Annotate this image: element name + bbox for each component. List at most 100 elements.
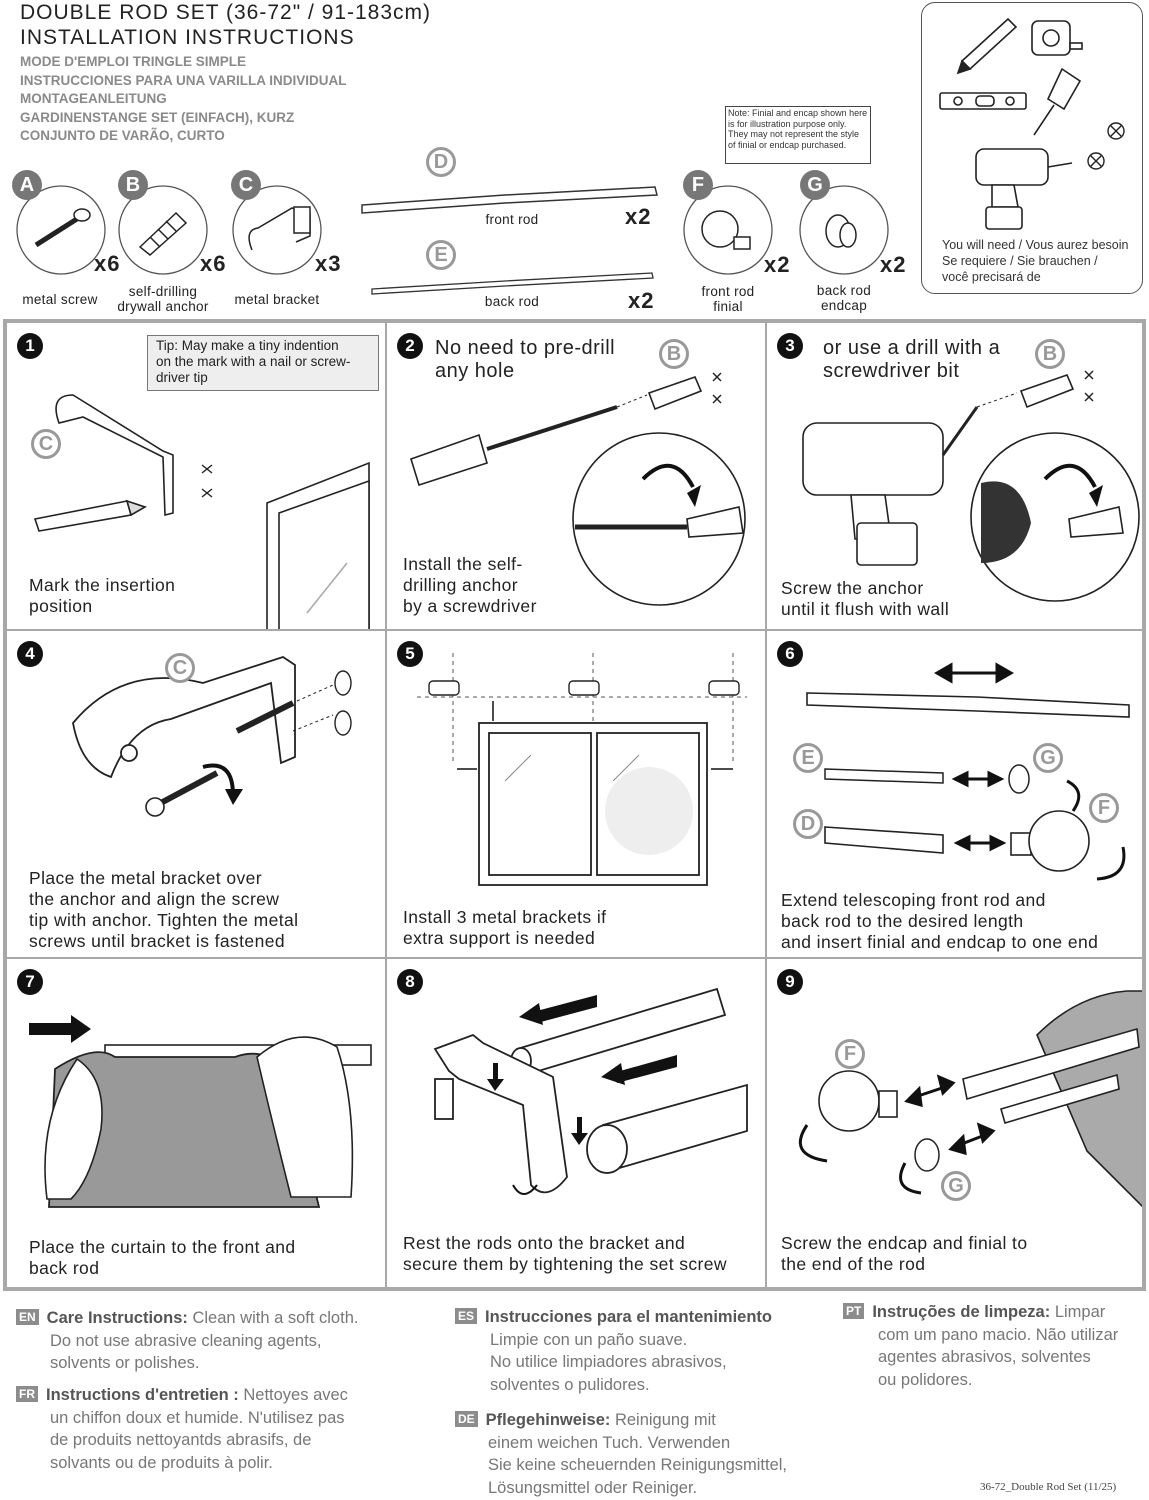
extend-arrow-icon xyxy=(933,662,1015,684)
guide-line xyxy=(976,392,1018,408)
step-5-illustration xyxy=(417,653,747,886)
part-b-qty: x6 xyxy=(200,251,227,276)
power-drill-icon xyxy=(802,406,979,566)
care-es-l3: solventes o pulidores. xyxy=(490,1375,650,1394)
lang-badge-de: DE xyxy=(455,1411,478,1427)
step-1-number: 1 xyxy=(17,333,43,359)
power-drill-icon xyxy=(975,148,1073,230)
care-fr-l4: solvants ou de produits à polir. xyxy=(50,1453,273,1472)
care-fr-l2: un chiffon doux et humide. N'utilisez pa… xyxy=(50,1408,345,1427)
hands-icon xyxy=(44,1036,354,1200)
step-8-number: 8 xyxy=(397,969,423,995)
subtitle-de-1: MONTAGEANLEITUNG xyxy=(20,91,167,106)
screwdriver-icon xyxy=(1033,67,1082,136)
screw-icon xyxy=(145,700,295,817)
step-3-badge-b: B xyxy=(1035,339,1065,369)
step-6-panel: 6 E D G F Extend telescoping front rod a… xyxy=(766,630,1143,958)
lang-badge-en: EN xyxy=(16,1309,39,1325)
mark-x-icon xyxy=(712,372,722,404)
care-en-head: Care Instructions: xyxy=(46,1309,188,1327)
guide-line xyxy=(296,684,334,702)
part-e-label: back rod xyxy=(484,294,540,309)
direction-arrow-icon xyxy=(29,1015,91,1043)
step-5-number: 5 xyxy=(397,641,423,667)
subtitle-fr: MODE D'EMPLOI TRINGLE SIMPLE xyxy=(20,54,246,69)
care-pt-l2: com um pano macio. Não utilizar xyxy=(878,1325,1119,1344)
lang-badge-pt: PT xyxy=(843,1303,865,1319)
care-fr-l1: Nettoyes avec xyxy=(238,1386,348,1404)
step-9-badge-g: G xyxy=(941,1171,971,1201)
step-6-illustration xyxy=(806,662,1130,881)
insert-arrow-icon xyxy=(951,770,1005,788)
document-title: DOUBLE ROD SET (36-72" / 91-183cm) INSTA… xyxy=(20,0,431,50)
anchor-icon xyxy=(1019,373,1075,409)
step-1-illustration xyxy=(33,394,370,629)
guide-line xyxy=(292,714,334,732)
step-2-number: 2 xyxy=(397,333,423,359)
subtitle-pt: CONJUNTO DE VARÃO, CURTO xyxy=(20,128,225,143)
step-6-number: 6 xyxy=(777,641,803,667)
parts-illustration xyxy=(16,185,889,295)
care-en-l2: Do not use abrasive cleaning agents, xyxy=(50,1331,322,1350)
title-line-1: DOUBLE ROD SET (36-72" / 91-183cm) xyxy=(20,1,432,24)
rotate-arrow-icon-2 xyxy=(899,1162,922,1195)
tools-illustration xyxy=(939,17,1125,230)
anchor-head-icon xyxy=(334,670,352,736)
care-de-l2: einem weichen Tuch. Verwenden xyxy=(488,1433,731,1452)
pencil-icon xyxy=(33,499,147,532)
part-f-qty: x2 xyxy=(764,252,791,277)
zoom-anchor xyxy=(1068,506,1124,538)
care-pt-l1: Limpar xyxy=(1050,1303,1106,1321)
title-line-2: INSTALLATION INSTRUCTIONS xyxy=(20,26,355,49)
part-c-badge: C xyxy=(231,170,261,200)
step-3-illustration xyxy=(802,370,1140,602)
mark-x-icon xyxy=(201,464,213,498)
care-es-l1: Limpie con un paño suave. xyxy=(490,1330,688,1349)
part-c-qty: x3 xyxy=(315,251,342,276)
drywall-anchor-icon xyxy=(138,211,188,256)
bracket-icon xyxy=(55,394,174,517)
endcap-icon xyxy=(1008,764,1030,794)
metal-bracket-icon xyxy=(248,206,311,251)
subtitle-es: INSTRUCCIONES PARA UNA VARILLA INDIVIDUA… xyxy=(20,72,347,88)
step-7-illustration xyxy=(29,1015,372,1208)
step-6-badge-g: G xyxy=(1033,743,1063,773)
document-code: 36-72_Double Rod Set (11/25) xyxy=(980,1481,1117,1493)
zoom-anchor xyxy=(686,506,744,538)
step-9-number: 9 xyxy=(777,969,803,995)
bracket-row-icon xyxy=(428,680,740,696)
guide-line xyxy=(616,394,648,408)
care-de-head: Pflegehinweise: xyxy=(485,1411,611,1429)
step-6-badge-d: D xyxy=(793,809,823,839)
rotate-arrow-icon xyxy=(1066,779,1081,812)
care-pt-l4: ou polidores. xyxy=(878,1370,973,1389)
rotate-arrow-icon xyxy=(512,1184,538,1195)
part-e-badge: E xyxy=(426,240,456,270)
front-rod-icon xyxy=(824,826,944,854)
part-a-label: metal screw xyxy=(22,292,98,307)
telescoping-rod-icon xyxy=(806,692,1130,718)
endcap-icon xyxy=(825,214,857,248)
finial-icon xyxy=(818,1070,898,1132)
back-rod-icon xyxy=(824,768,944,784)
attach-arrow-icon xyxy=(904,1074,996,1156)
tools-needed-text: You will need / Vous aurez besoin Se req… xyxy=(942,237,1128,285)
bracket-icon xyxy=(72,656,296,779)
finial-icon xyxy=(1010,810,1090,872)
part-g-qty: x2 xyxy=(880,252,907,277)
care-es-head: Instrucciones para el mantenimiento xyxy=(485,1308,773,1326)
part-d-label: front rod xyxy=(485,212,539,227)
rotate-arrow-icon-2 xyxy=(1096,846,1126,881)
spirit-level-icon xyxy=(939,92,1027,110)
